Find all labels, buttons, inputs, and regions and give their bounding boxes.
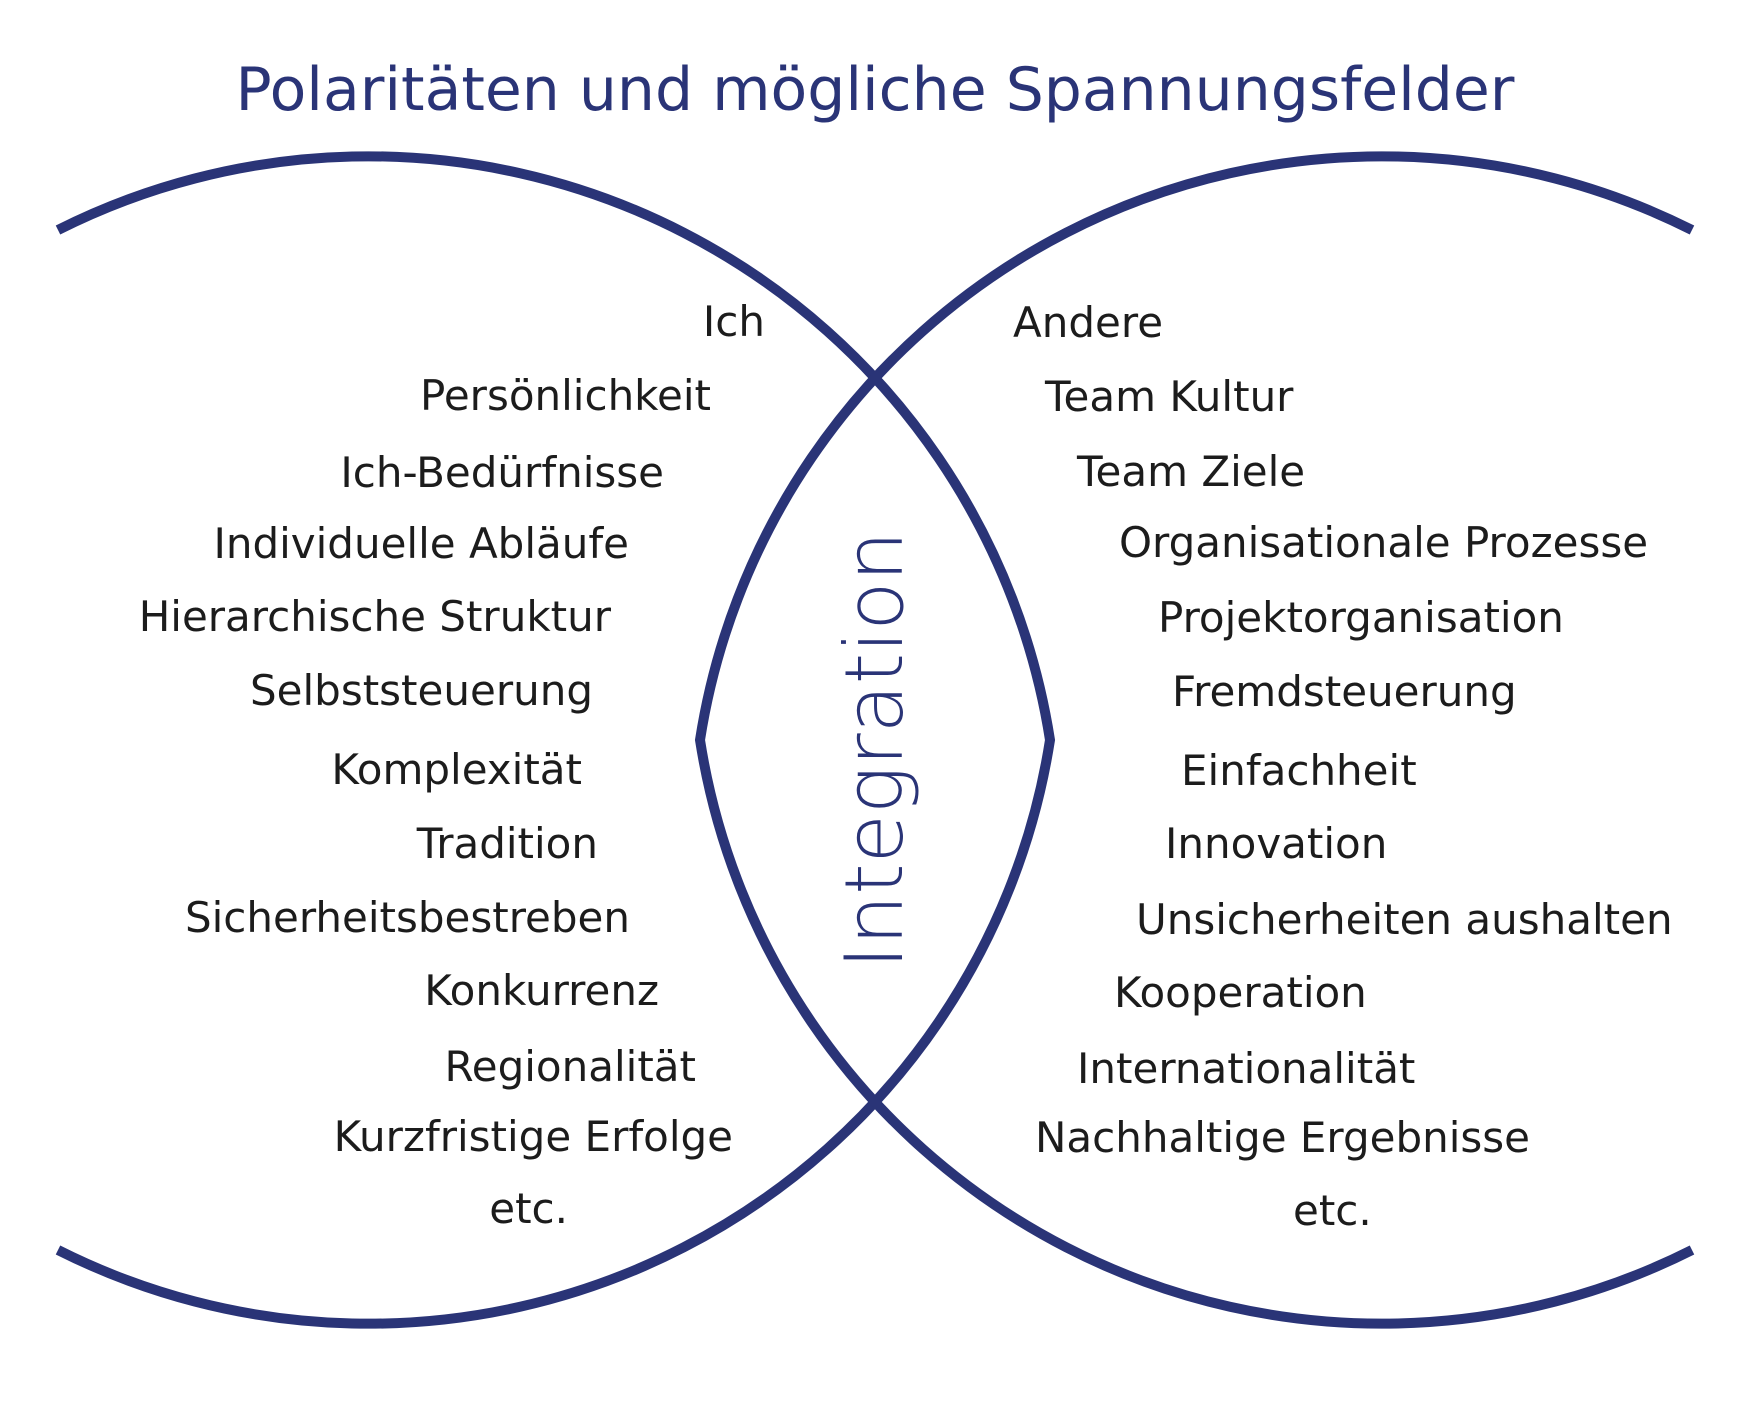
left-term: Kurzfristige Erfolge (334, 1112, 733, 1161)
left-circle-arc (55, 151, 1056, 1329)
left-term-list: Ich Persönlichkeit Ich-Bedürfnisse Indiv… (139, 297, 765, 1233)
right-term: Organisationale Prozesse (1119, 518, 1648, 567)
right-term: etc. (1293, 1186, 1372, 1235)
left-term: Selbststeuerung (250, 666, 593, 715)
right-term: Team Ziele (1076, 447, 1305, 496)
right-circle-arc (694, 151, 1695, 1329)
left-term: Tradition (416, 819, 598, 868)
integration-label: Integration (828, 531, 921, 969)
right-term-list: Andere Team Kultur Team Ziele Organisati… (1013, 298, 1673, 1235)
right-term: Nachhaltige Ergebnisse (1035, 1113, 1530, 1162)
left-term: Ich (703, 297, 765, 346)
left-term: Konkurrenz (424, 966, 659, 1015)
right-term: Projektorganisation (1158, 593, 1564, 642)
left-term: Individuelle Abläufe (213, 519, 629, 568)
left-term: Sicherheitsbestreben (185, 893, 630, 942)
right-term: Einfachheit (1181, 746, 1417, 795)
left-term: Persönlichkeit (420, 371, 711, 420)
right-term: Kooperation (1114, 968, 1367, 1017)
diagram-title: Polaritäten und mögliche Spannungsfelder (236, 55, 1515, 125)
right-term: Fremdsteuerung (1172, 667, 1517, 716)
left-term: Ich-Bedürfnisse (340, 448, 664, 497)
right-term: Team Kultur (1044, 372, 1294, 421)
right-term: Andere (1013, 298, 1163, 347)
right-term: Unsicherheiten aushalten (1136, 895, 1673, 944)
left-term: Regionalität (444, 1042, 696, 1091)
right-term: Innovation (1165, 819, 1387, 868)
left-term: Komplexität (331, 745, 582, 794)
right-term: Internationalität (1077, 1044, 1415, 1093)
left-term: Hierarchische Struktur (139, 592, 612, 641)
left-term: etc. (489, 1184, 568, 1233)
